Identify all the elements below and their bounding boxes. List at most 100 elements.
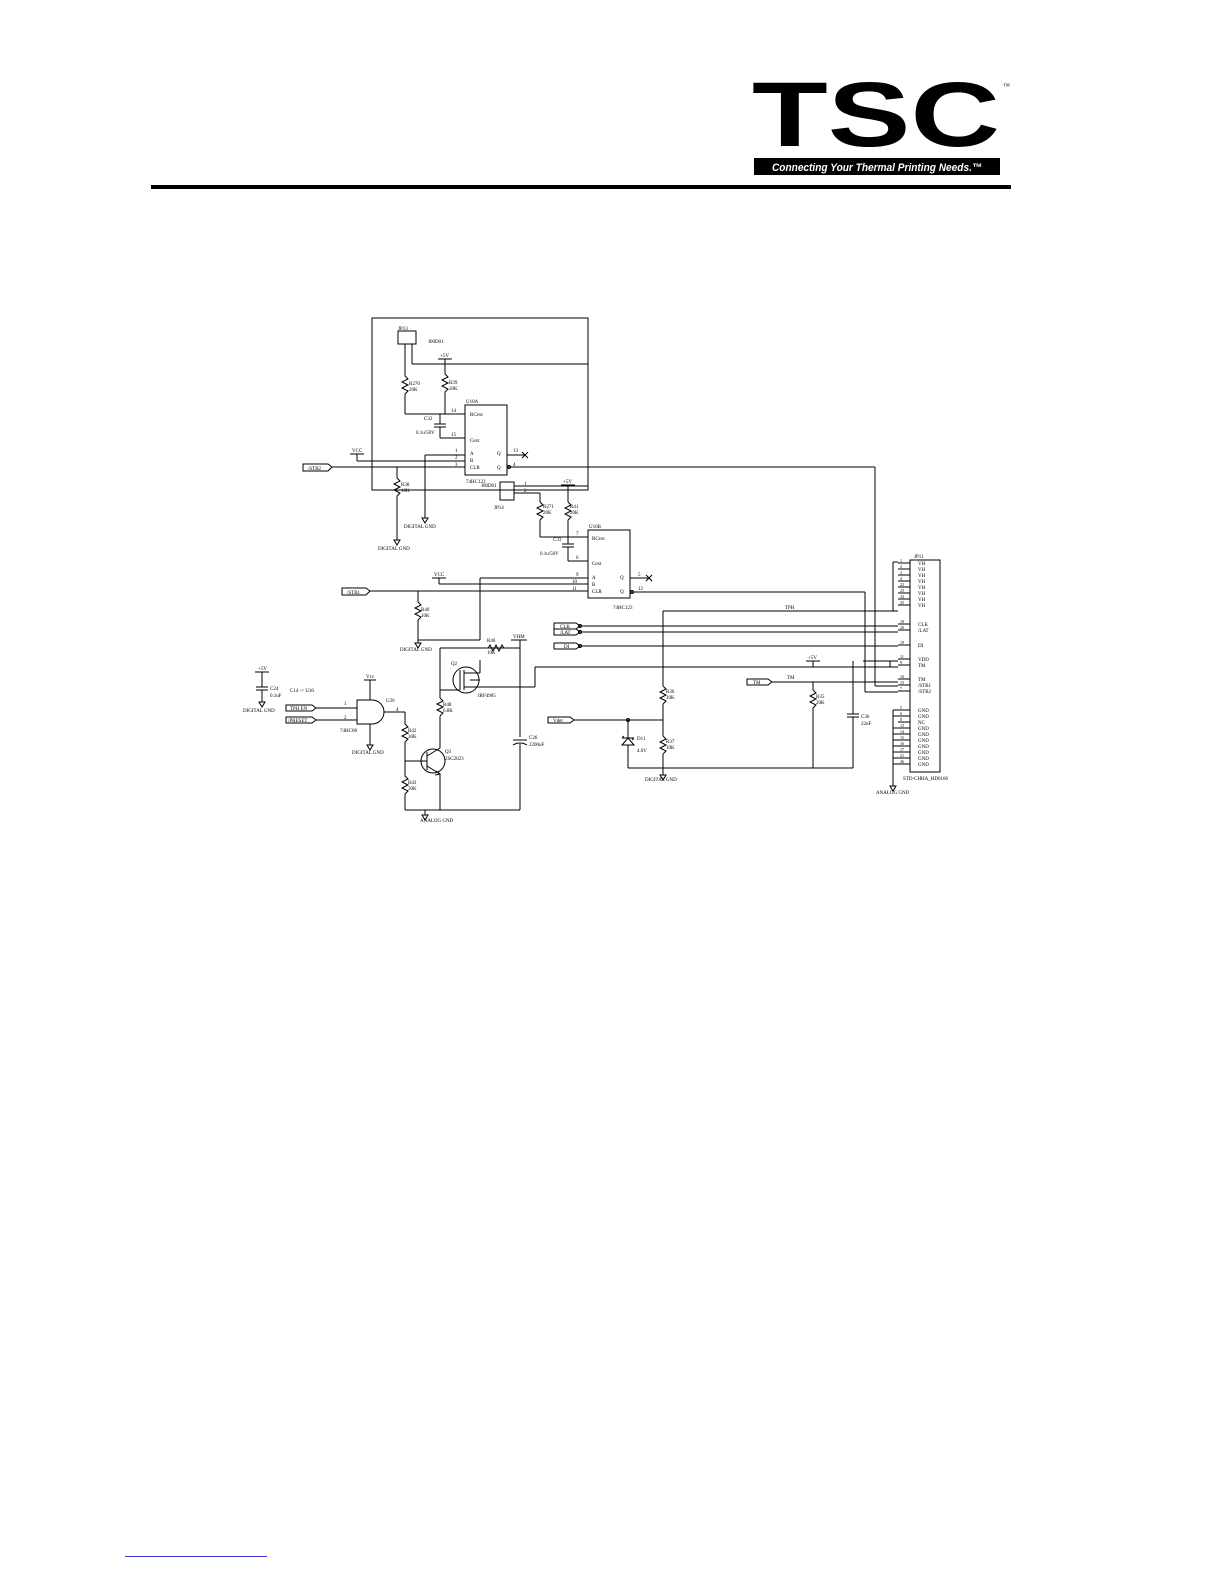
u26-pin-4: 4 xyxy=(396,708,399,713)
input-section-2: VCC /STB1 R40 10K DIGITAL GND xyxy=(341,573,588,653)
connector-pin-number: 18 xyxy=(900,619,904,624)
q2-value: IRF4905 xyxy=(478,694,496,699)
u10b-pin-7: 7 xyxy=(576,532,579,537)
u10b-pin-9: 9 xyxy=(576,573,579,578)
input-section-1: VCC DIGITAL GND /STB2 R38 10K DIGITAL GN… xyxy=(302,449,465,552)
connector-pin-name: DI xyxy=(918,644,924,649)
r40-ref: R40 xyxy=(421,608,430,613)
connector-pin-number: 1 xyxy=(900,558,902,563)
connector-pin-name: VH xyxy=(918,592,926,597)
u26-note: C14 -> U10 xyxy=(290,689,314,694)
r43-ref: R43 xyxy=(408,781,417,786)
connector-pin-number: 12 xyxy=(900,723,904,728)
connector-pin-name: GND xyxy=(918,745,929,750)
r46-value: 10K xyxy=(487,651,496,656)
r37-value: 10K xyxy=(666,746,675,751)
u10b-ref: U10B xyxy=(589,525,602,530)
net-stb1-input: /STB1 xyxy=(347,591,361,596)
connector-pin-number: 23 xyxy=(900,588,904,593)
schematic-frame xyxy=(371,317,589,491)
jp11-ref: JP11 xyxy=(914,555,924,560)
ic-u10a: U10A 74HC123 RCext Cext A B CLR Q Q 14 1… xyxy=(451,400,898,687)
q3-ref: Q3 xyxy=(445,750,452,755)
u10b-pin-5: 5 xyxy=(638,573,641,578)
connector-pin-number: 25 xyxy=(900,600,904,605)
and-gate-u26: Vcc U26 74HC08 1 2 4 C14 -> U10 DIGITAL … xyxy=(243,667,405,756)
u10a-ref: U10A xyxy=(466,400,479,405)
connector-pin-name: GND xyxy=(918,739,929,744)
ic-u10b: U10B 74HC123 RCext Cext A B CLR Q Q 7 6 … xyxy=(572,525,898,693)
net-tm-wire: TM xyxy=(787,676,795,681)
r271-ref: R271 xyxy=(543,505,554,510)
connector-pin-number: 2 xyxy=(900,564,902,569)
connector-pin-number: 10 xyxy=(900,674,904,679)
net-lat-input: /LAT xyxy=(560,631,571,636)
u26-pin-1: 1 xyxy=(344,702,347,707)
connector-pin: 13/STB1 xyxy=(898,680,932,689)
digital-gnd-label-3: DIGITAL GND xyxy=(400,648,432,653)
connector-pin: 9TM xyxy=(898,660,926,669)
u26-value: 74HC08 xyxy=(340,729,357,734)
d11-value: 4.6V xyxy=(637,749,647,754)
net-stb2-input: /STB2 xyxy=(308,467,322,472)
connector-pin-number: 7 xyxy=(900,686,902,691)
plus5v-label-3: +5V xyxy=(258,667,267,672)
connector-pin-name: TM xyxy=(918,664,926,669)
vhm-label: VHM xyxy=(513,635,525,640)
r39-value: 20K xyxy=(449,387,458,392)
connector-pin-name: /STB1 xyxy=(918,684,932,689)
connector-pin-number: 11 xyxy=(900,654,904,659)
connector-pin: 24 VH xyxy=(898,594,926,603)
connector-pin-name: VH xyxy=(918,574,926,579)
jp14-ref: JP14 xyxy=(494,506,504,511)
u10a-pin-15: 15 xyxy=(451,433,457,438)
u10b-pin-cext: Cext xyxy=(592,562,602,567)
header-rule xyxy=(151,185,1011,189)
connector-pin: 8NC xyxy=(898,717,926,726)
connector-pin-name: GND xyxy=(918,757,929,762)
digital-gnd-label-1: DIGITAL GND xyxy=(404,525,436,530)
analog-gnd-label-2: ANALOG GND xyxy=(876,791,910,796)
connector-pin-name: CLK xyxy=(918,623,928,628)
connector-pin: 7/STB2 xyxy=(898,686,932,695)
u26-pin-2: 2 xyxy=(344,716,347,721)
u10a-pin-2: 2 xyxy=(455,456,458,461)
connector-pin-number: 6 xyxy=(900,711,902,716)
c36-value: 22nF xyxy=(861,722,872,727)
connector-pin-name: GND xyxy=(918,763,929,768)
signal-inputs: CLK /LAT DI xyxy=(553,622,898,650)
r41-ref: R41 xyxy=(570,505,579,510)
connector-pin-number: 26 xyxy=(900,759,904,764)
connector-pin-number: 14 xyxy=(900,729,904,734)
r48-ref: R48 xyxy=(443,703,452,708)
footer-link-underline xyxy=(125,1556,267,1557)
printhead-circuit-schematic: JP13 J00D01 +5V R39 20K R270 20K C32 0.1… xyxy=(243,317,949,824)
u10b-pin-rcext: RCext xyxy=(592,537,605,542)
r36-value: 10K xyxy=(666,696,675,701)
c32-value: 0.1u/50V xyxy=(416,431,435,436)
logo-tagline: Connecting Your Thermal Printing Needs.™ xyxy=(772,162,982,174)
connector-pin-number: 17 xyxy=(900,747,904,752)
connector-pin-name: GND xyxy=(918,709,929,714)
connector-pin-name: TM xyxy=(918,678,926,683)
jp11-value: STD-CHHA_HD0106 xyxy=(903,777,949,782)
r43-value: 30K xyxy=(408,787,417,792)
c36-ref: C36 xyxy=(861,715,870,720)
u10a-pin-4: 4 xyxy=(513,463,516,468)
plus5v-label-1: +5V xyxy=(440,354,449,359)
connector-pin: 2VH xyxy=(898,564,926,573)
connector-pin-number: 24 xyxy=(900,594,904,599)
connector-pin-number: 20 xyxy=(900,625,904,630)
u10a-pin-3: 3 xyxy=(455,463,458,468)
r36-ref: R36 xyxy=(666,690,675,695)
connector-pin-number: 9 xyxy=(900,660,902,665)
plus5v-label-4: +5V xyxy=(808,656,817,661)
connector-pin-number: 21 xyxy=(900,753,904,758)
